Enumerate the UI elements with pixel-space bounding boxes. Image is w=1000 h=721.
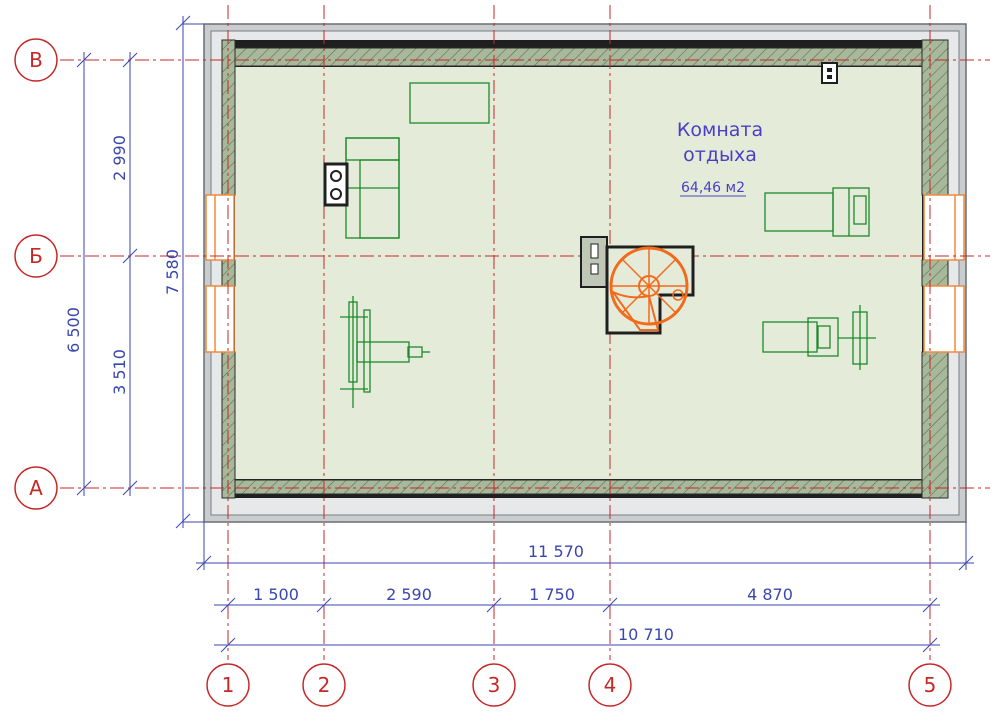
dim-vertical-top: 2 990 [110,135,129,181]
appliances [323,62,838,207]
svg-text:2: 2 [318,673,331,697]
axis-row-v: В [14,38,58,82]
dim-vertical-total: 7 580 [163,249,182,295]
spiral-stair [580,236,695,335]
table [409,82,490,124]
dim-vertical-bottom: 3 510 [110,349,129,395]
window-left-bottom [205,285,235,353]
dim-horizontal-total: 11 570 [528,542,584,561]
svg-text:5: 5 [924,673,937,697]
weight-bench [340,296,430,408]
axis-col-2: 2 [302,663,346,707]
svg-text:В: В [29,48,43,72]
axis-col-4: 4 [588,663,632,707]
dimension-lines [76,15,974,653]
svg-text:3: 3 [488,673,501,697]
dim-horizontal-axes-total: 10 710 [618,625,674,644]
dim-horizontal-2-3: 2 590 [386,585,432,604]
dim-vertical-mid: 6 500 [64,307,83,353]
treadmill [764,187,870,237]
room-name-line1: Комната [677,119,763,141]
grid-lines [60,5,990,660]
window-right-bottom [923,285,965,353]
axis-row-b: Б [14,234,58,278]
exercise-bike [762,305,876,370]
window-left-top [205,194,235,261]
room-name-line2: отдыха [683,144,757,166]
axis-col-1: 1 [206,663,250,707]
svg-text:4: 4 [604,673,617,697]
svg-text:1: 1 [222,673,235,697]
dim-horizontal-1-2: 1 500 [253,585,299,604]
svg-text:Б: Б [29,244,43,268]
axis-row-a: А [14,466,58,510]
axis-col-3: 3 [472,663,516,707]
windows [205,194,965,353]
svg-text:А: А [29,476,43,500]
dim-horizontal-3-4: 1 750 [529,585,575,604]
interior-walls [221,39,949,499]
axis-col-5: 5 [908,663,952,707]
outlet-box [821,62,838,84]
room-area: 64,46 м2 [681,180,745,196]
window-right-top [923,194,965,261]
dim-horizontal-4-5: 4 870 [747,585,793,604]
